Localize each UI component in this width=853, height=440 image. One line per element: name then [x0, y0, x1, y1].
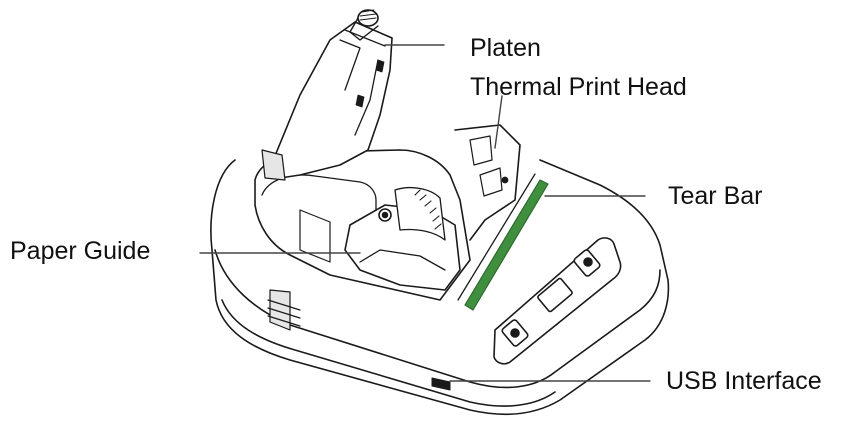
label-usb-interface: USB Interface — [666, 367, 822, 395]
usb-port — [431, 377, 451, 391]
label-thermal-print-head: Thermal Print Head — [470, 73, 687, 101]
leader-lines — [199, 44, 651, 382]
label-tear-bar: Tear Bar — [668, 182, 763, 210]
paper-guide — [344, 187, 461, 291]
label-paper-guide: Paper Guide — [10, 237, 151, 265]
open-lid — [261, 21, 393, 181]
tear-bar — [457, 173, 549, 311]
control-panel — [493, 237, 622, 365]
thermal-print-head — [454, 124, 521, 241]
label-platen: Platen — [470, 34, 541, 62]
leader-line-thermal-print-head — [494, 95, 503, 149]
platen-roller — [349, 9, 379, 41]
